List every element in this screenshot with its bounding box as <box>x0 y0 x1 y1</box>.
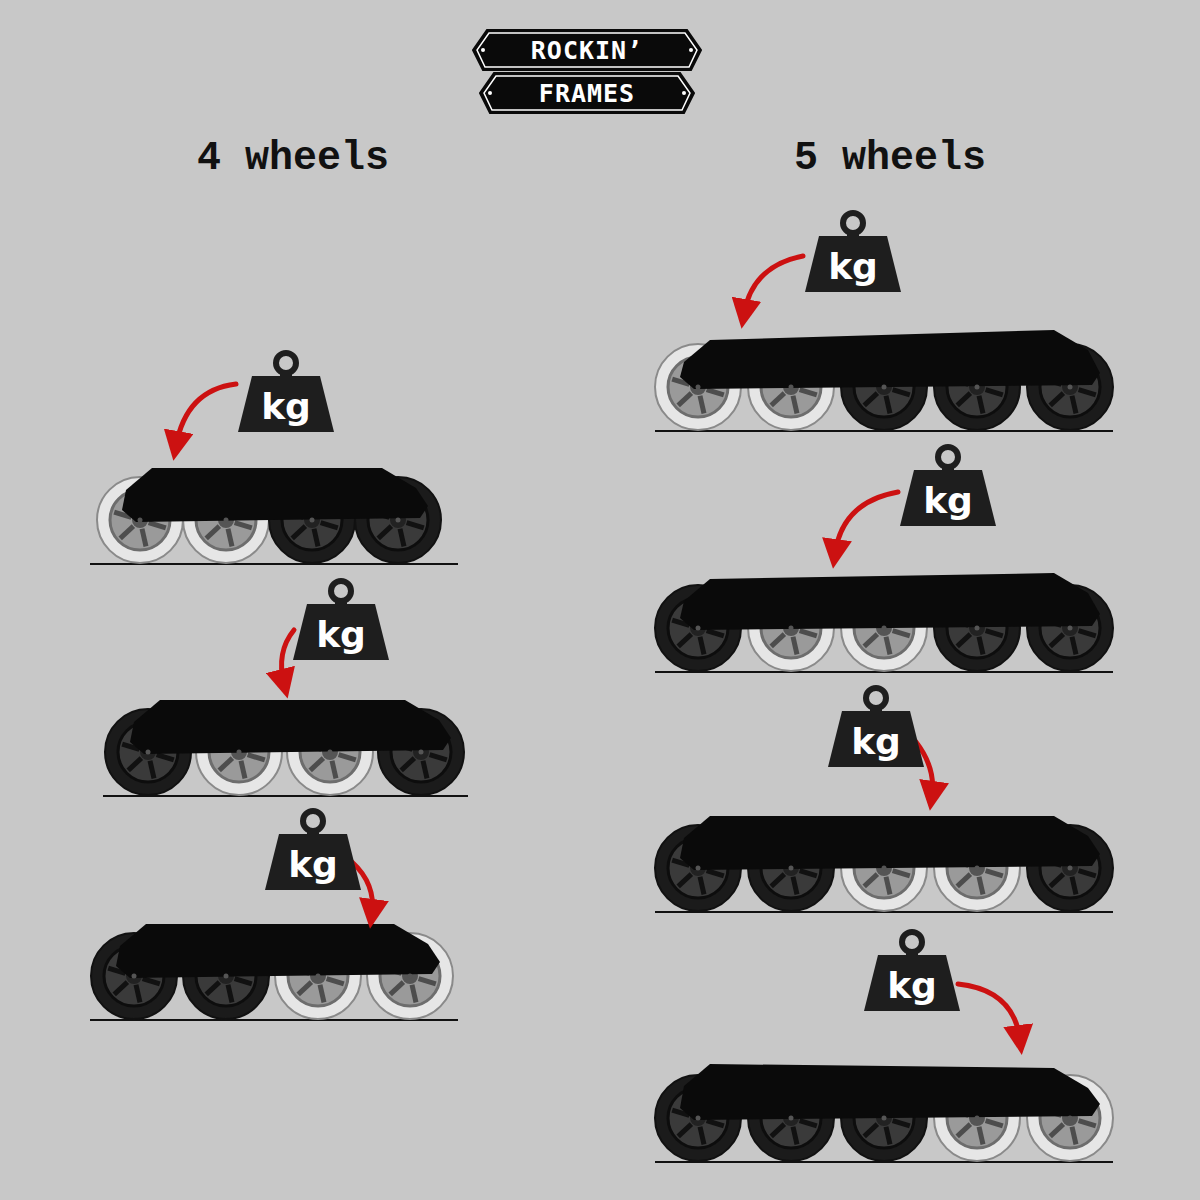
weight-label: kg <box>828 246 878 287</box>
weight-label: kg <box>887 965 937 1006</box>
logo-text: ROCKIN’ <box>531 36 643 65</box>
weight-label: kg <box>316 614 366 655</box>
frame-plate <box>130 700 451 754</box>
column-heading: 4 wheels <box>197 136 389 181</box>
load-arrow <box>176 384 236 446</box>
column-heading: 5 wheels <box>794 136 986 181</box>
load-arrow <box>835 492 898 554</box>
weight-label: kg <box>851 721 901 762</box>
weight-label: kg <box>288 844 338 885</box>
frame-plate <box>116 924 440 978</box>
skate-frame <box>103 700 468 796</box>
load-arrow <box>282 630 294 684</box>
weight-icon: kg <box>238 376 334 432</box>
skate-frame <box>655 573 1113 672</box>
frame-plate <box>680 330 1100 389</box>
logo-text: FRAMES <box>539 79 635 108</box>
frame-plate <box>122 468 428 522</box>
weight-label: kg <box>261 386 311 427</box>
frame-plate <box>680 573 1100 630</box>
weight-icon: kg <box>900 470 996 526</box>
logo-plate: FRAMES <box>480 73 694 113</box>
weight-icon: kg <box>864 955 960 1011</box>
weight-label: kg <box>923 480 973 521</box>
load-arrow <box>744 256 803 314</box>
skate-frame <box>655 816 1113 912</box>
weight-icon: kg <box>293 604 389 660</box>
logo-plate: ROCKIN’ <box>473 30 701 70</box>
weight-icon: kg <box>805 236 901 292</box>
skate-frame <box>90 468 458 564</box>
weight-icon: kg <box>828 711 924 767</box>
frame-plate <box>680 1064 1100 1120</box>
frame-plate <box>680 816 1100 870</box>
weight-icon: kg <box>265 834 361 890</box>
skate-frame <box>90 924 458 1020</box>
skate-frame <box>655 330 1113 431</box>
load-arrow <box>958 984 1020 1040</box>
skate-frame <box>655 1064 1113 1162</box>
